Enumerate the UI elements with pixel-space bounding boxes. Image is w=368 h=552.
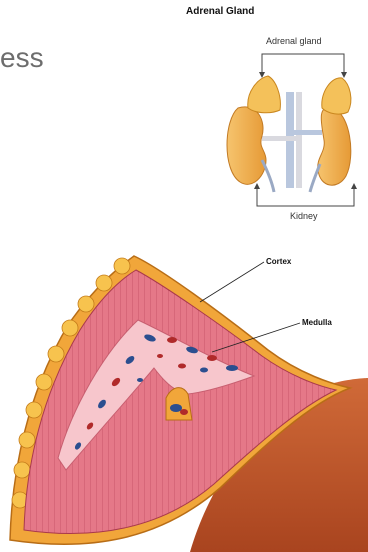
cortex-leader-line: [200, 262, 264, 302]
adrenal-cross-section: [10, 256, 368, 552]
kidney-inset-drawing: [227, 54, 357, 206]
